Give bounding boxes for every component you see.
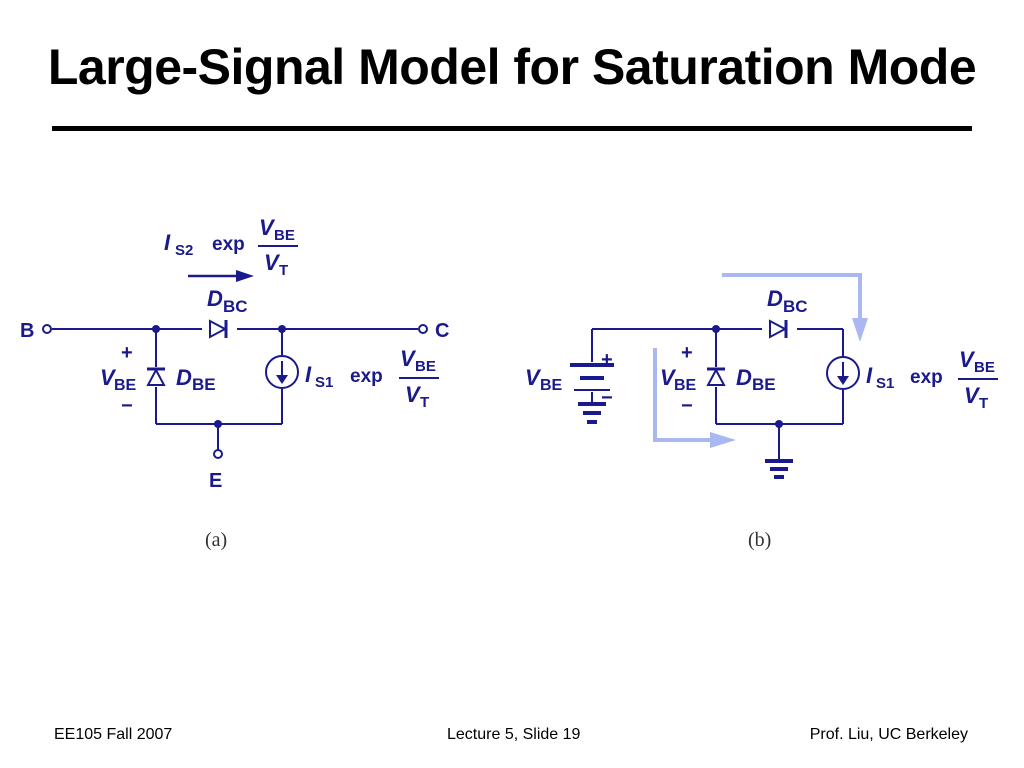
terminal-b (42, 324, 52, 334)
dbc-diode-triangle (209, 319, 228, 339)
is1-vbe-numerator: V (959, 347, 976, 372)
dbc-symbol: D (767, 286, 783, 311)
footer-author: Prof. Liu, UC Berkeley (809, 726, 968, 743)
node-b-label: B (20, 320, 34, 342)
footer-lecture: Lecture 5, Slide 19 (447, 726, 581, 743)
node-e-label: E (209, 470, 222, 492)
is1-exp-label: exp (910, 367, 943, 388)
caption-b: (b) (748, 529, 771, 551)
flow-arrow-bottom-head (710, 432, 736, 448)
is1-vt-denominator: V (405, 382, 422, 407)
vbe-plus-sign: + (121, 342, 133, 364)
vbe-plus-sign: + (681, 342, 693, 364)
dbc-subscript: BC (223, 297, 248, 316)
is2-subscript: S2 (175, 242, 193, 259)
dbc-diode-triangle (769, 319, 788, 339)
slide-title: Large-Signal Model for Saturation Mode (47, 39, 977, 95)
flow-arrows (653, 273, 868, 448)
circuit-b-labels: V BE + − D BC + V BE − D BE I S1 exp V B… (525, 286, 995, 551)
is1-exp-label: exp (350, 366, 383, 387)
terminal-e (213, 449, 223, 459)
dbe-subscript: BE (192, 375, 216, 394)
is1-current-source (265, 355, 299, 389)
flow-arrow-bottom (653, 348, 712, 442)
caption-a: (a) (205, 529, 227, 551)
is1-arrow-head (276, 375, 288, 384)
junction-dot (214, 420, 222, 428)
terminal-c (418, 324, 428, 334)
dbe-symbol: D (736, 365, 752, 390)
is1-vbe-numerator: V (400, 346, 417, 371)
is2-vbe-numerator: V (259, 215, 276, 240)
battery-vbe-subscript: BE (540, 377, 563, 394)
is1-vt-denominator-sub: T (420, 394, 429, 411)
footer-course: EE105 Fall 2007 (54, 726, 173, 743)
is1-vt-denominator: V (964, 383, 981, 408)
junction-dot (152, 325, 160, 333)
is1-symbol: I (305, 362, 312, 387)
is1-arrow-head (837, 376, 849, 385)
junction-dot (775, 420, 783, 428)
junction-dot (278, 325, 286, 333)
is1-vbe-numerator-sub: BE (415, 358, 436, 375)
vbe-minus-sign: − (121, 395, 133, 417)
is1-subscript: S1 (876, 375, 894, 392)
node-c-label: C (435, 320, 449, 342)
battery-plus-sign: + (601, 349, 613, 371)
is1-current-source (826, 356, 860, 390)
vbe-symbol: V (660, 365, 677, 390)
is2-vbe-numerator-sub: BE (274, 227, 295, 244)
is2-vt-denominator-sub: T (279, 262, 288, 279)
flow-arrow-top-head (852, 318, 868, 342)
is2-vt-denominator: V (264, 250, 281, 275)
circuit-b (570, 319, 998, 479)
dbe-symbol: D (176, 365, 192, 390)
battery-vbe-symbol: V (525, 365, 542, 390)
flow-arrow-top (722, 273, 862, 320)
dbc-symbol: D (207, 286, 223, 311)
junction-dot (712, 325, 720, 333)
is2-symbol: I (164, 230, 171, 255)
vbe-subscript: BE (674, 377, 697, 394)
title-underline (52, 126, 972, 131)
is2-arrow-head (236, 270, 254, 282)
is1-vbe-numerator-sub: BE (974, 359, 995, 376)
is1-vt-denominator-sub: T (979, 395, 988, 412)
dbe-diode-triangle (146, 367, 166, 386)
dbe-subscript: BE (752, 375, 776, 394)
is1-subscript: S1 (315, 374, 333, 391)
dbe-diode-triangle (706, 367, 726, 386)
vbe-minus-sign: − (681, 395, 693, 417)
vbe-symbol: V (100, 365, 117, 390)
is2-exp-label: exp (212, 234, 245, 255)
vbe-subscript: BE (114, 377, 137, 394)
is1-symbol: I (866, 363, 873, 388)
circuit-a (42, 245, 439, 459)
dbc-subscript: BC (783, 297, 808, 316)
circuit-a-labels: B C E I S2 exp V BE V T D BC + V BE − D … (20, 215, 449, 551)
battery-minus-sign: − (601, 387, 613, 409)
